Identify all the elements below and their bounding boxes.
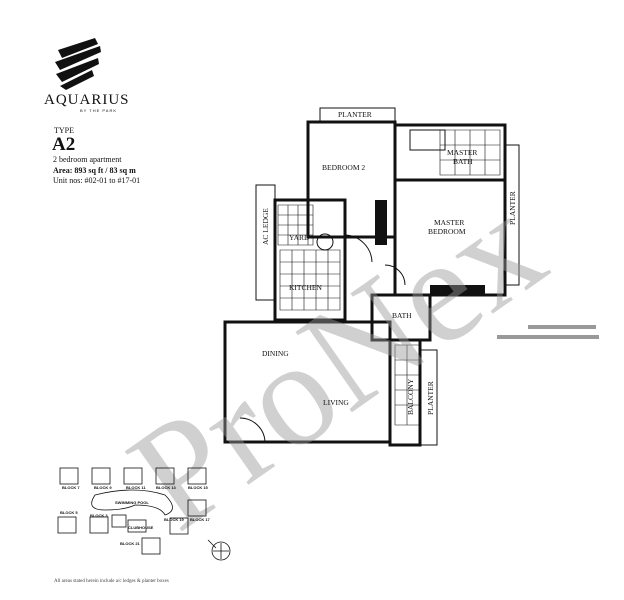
label-balcony: BALCONY xyxy=(406,378,415,415)
label-kitchen: KITCHEN xyxy=(289,283,322,292)
label-dining: DINING xyxy=(262,349,289,358)
type-code: A2 xyxy=(52,134,76,155)
block-17-label: BLOCK 17 xyxy=(190,517,211,522)
block-15-label: BLOCK 15 xyxy=(188,485,209,490)
block-19-label: BLOCK 19 xyxy=(164,517,185,522)
key-plan xyxy=(57,467,231,561)
unit-description: 2 bedroom apartment xyxy=(53,155,122,164)
label-planter-balcony: PLANTER xyxy=(426,381,435,415)
block-3-label: BLOCK 3 xyxy=(90,513,108,518)
block-11-label: BLOCK 11 xyxy=(126,485,146,490)
label-living: LIVING xyxy=(323,398,349,407)
brand-tagline: BY THE PARK xyxy=(80,108,118,113)
mirrored-text xyxy=(497,325,599,339)
planter-top-box xyxy=(319,107,396,123)
planter-right-box xyxy=(504,144,520,286)
block-13-label: BLOCK 13 xyxy=(156,485,177,490)
watermark: ProNex xyxy=(101,163,572,562)
label-master-bath-2: BATH xyxy=(453,157,473,166)
label-master-bedroom-1: MASTER xyxy=(434,218,464,227)
label-bath: BATH xyxy=(392,311,412,320)
clubhouse-label: CLUBHOUSE xyxy=(128,525,154,530)
label-bedroom2: BEDROOM 2 xyxy=(322,163,365,172)
label-yard: YARD xyxy=(289,233,310,242)
unit-numbers: Unit nos: #02-01 to #17-01 xyxy=(53,176,141,185)
brand-name: AQUARIUS xyxy=(44,92,130,108)
logo-brushstrokes xyxy=(55,38,101,90)
type-label: TYPE xyxy=(54,126,74,135)
unit-area: Area: 893 sq ft / 83 sq m xyxy=(53,166,136,175)
block-7-label: BLOCK 7 xyxy=(62,485,80,490)
block-5-label: BLOCK 5 xyxy=(60,510,78,515)
label-master-bedroom-2: BEDROOM xyxy=(428,227,466,236)
label-master-bath-1: MASTER xyxy=(447,148,477,157)
swimming-pool-label: SWIMMING POOL xyxy=(115,500,149,505)
footnote: All areas stated herein include a/c ledg… xyxy=(54,579,169,584)
label-planter-right: PLANTER xyxy=(508,191,517,225)
label-ac-ledge: AC LEDGE xyxy=(261,208,270,245)
label-planter-top: PLANTER xyxy=(338,110,372,119)
block-21-label: BLOCK 21 xyxy=(120,541,141,546)
block-9-label: BLOCK 9 xyxy=(94,485,112,490)
ac-ledge-box xyxy=(255,184,276,301)
